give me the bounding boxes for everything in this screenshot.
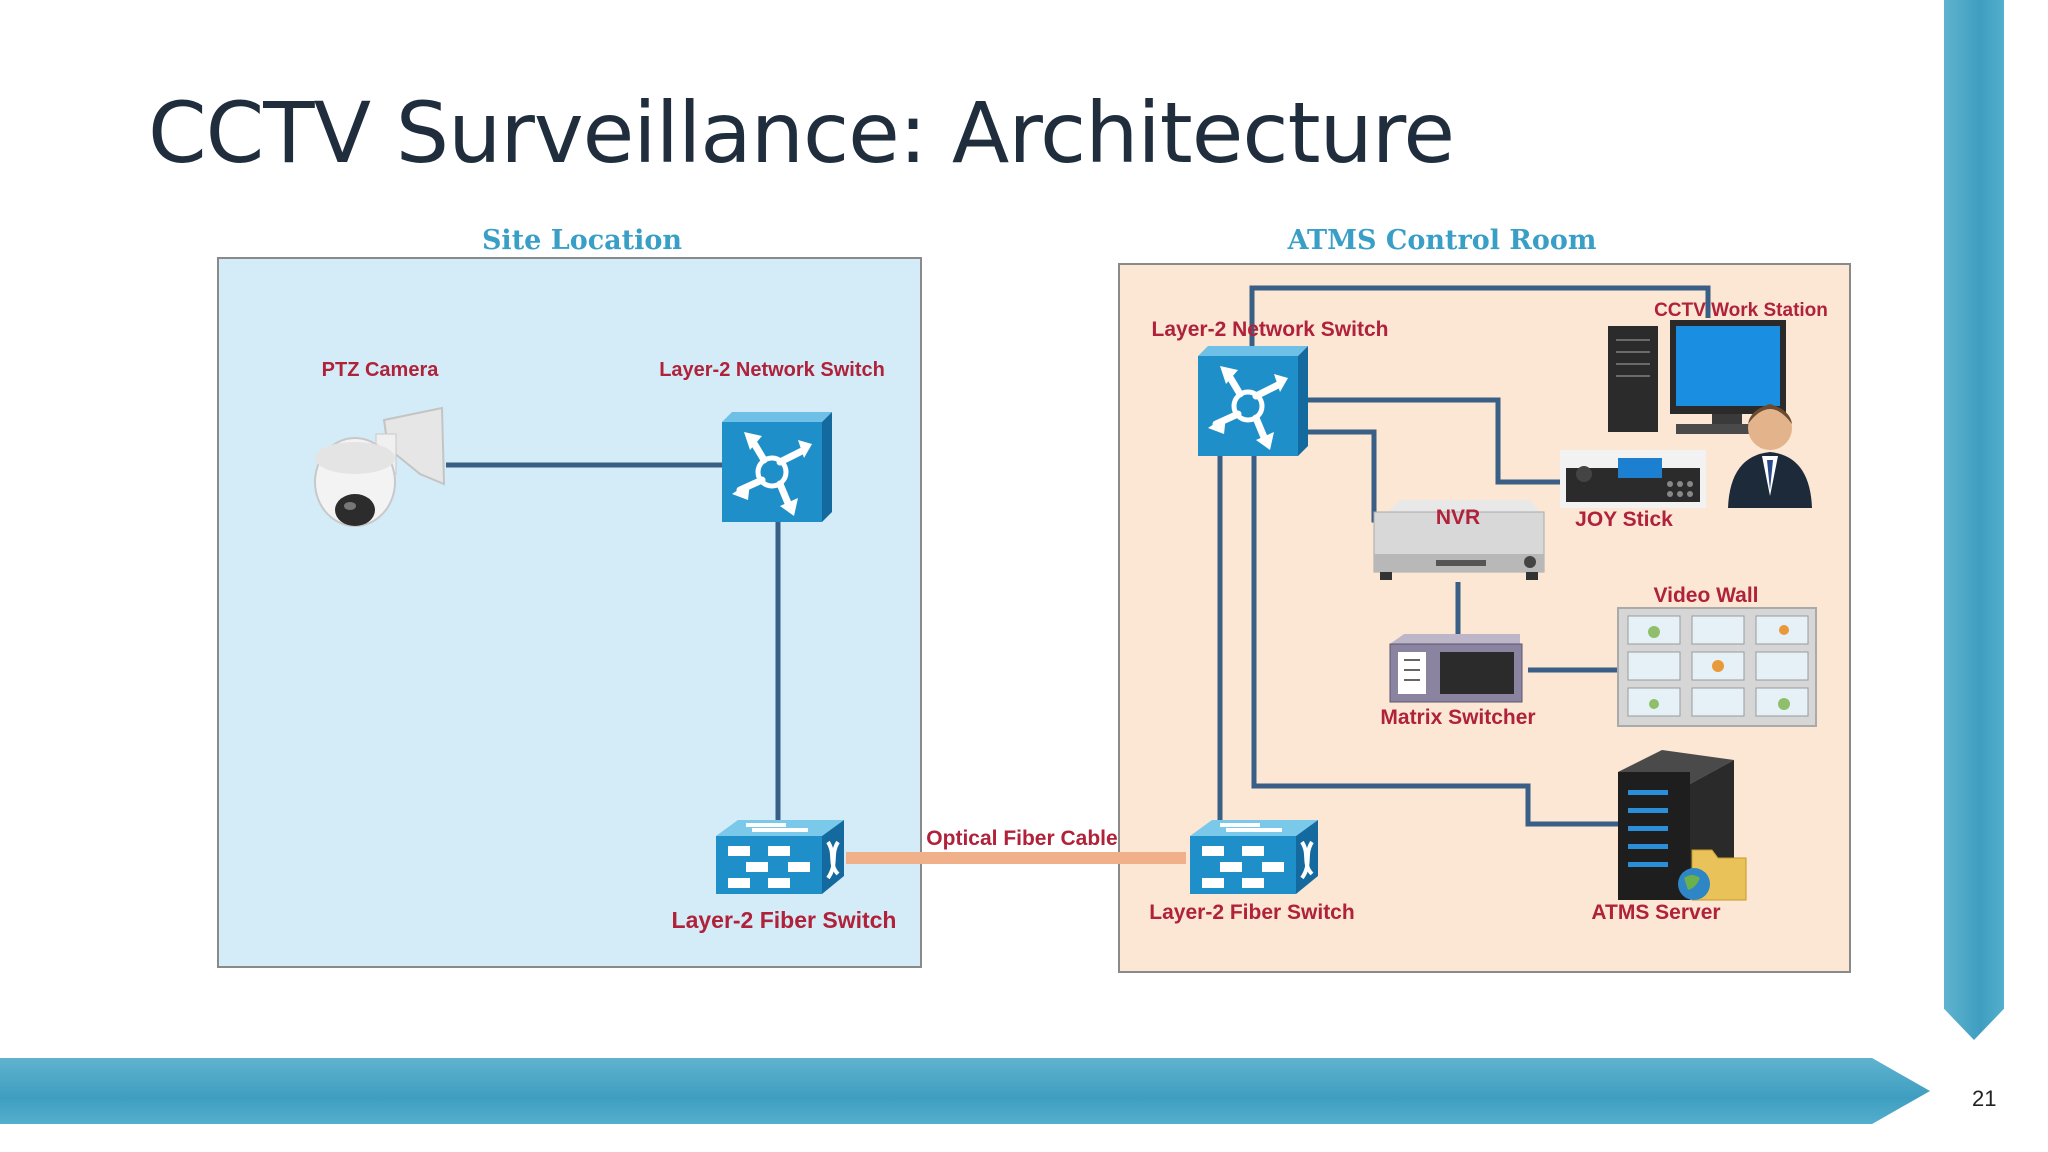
site-connections xyxy=(446,462,781,822)
nvr-icon xyxy=(1373,500,1545,580)
matrix-switcher-label: Matrix Switcher xyxy=(1380,706,1535,729)
video-wall-label: Video Wall xyxy=(1653,584,1758,607)
nvr-label: NVR xyxy=(1436,506,1480,529)
optical-fiber-cable-label: Optical Fiber Cable xyxy=(926,827,1117,850)
site-network-switch-label: Layer-2 Network Switch xyxy=(659,359,885,381)
site-location-heading: Site Location xyxy=(482,225,682,256)
slide-title: CCTV Surveillance: Architecture xyxy=(148,84,1455,182)
right-accent-bar xyxy=(1944,0,2004,1040)
ptz-camera-label: PTZ Camera xyxy=(322,359,440,381)
bottom-accent-bar xyxy=(0,1058,1930,1124)
control-connections xyxy=(1217,285,1711,827)
control-network-switch-icon xyxy=(1198,346,1308,456)
control-fiber-switch-label: Layer-2 Fiber Switch xyxy=(1149,901,1354,924)
site-network-switch-icon xyxy=(722,412,832,522)
atms-server-icon xyxy=(1618,750,1747,901)
ptz-camera-icon xyxy=(314,406,446,527)
control-room-heading: ATMS Control Room xyxy=(1287,225,1597,256)
control-network-switch-label: Layer-2 Network Switch xyxy=(1152,318,1389,341)
cctv-workstation-label: CCTV Work Station xyxy=(1654,300,1828,321)
joystick-icon xyxy=(1560,450,1706,508)
cctv-workstation-icon xyxy=(1608,320,1812,508)
atms-server-label: ATMS Server xyxy=(1591,901,1720,924)
page-number: 21 xyxy=(1972,1086,1997,1111)
joystick-label: JOY Stick xyxy=(1575,508,1673,531)
video-wall-icon xyxy=(1617,607,1817,727)
matrix-switcher-icon xyxy=(1389,634,1523,703)
optical-fiber-cable xyxy=(846,852,1186,864)
site-fiber-switch-icon xyxy=(714,818,846,896)
control-fiber-switch-icon xyxy=(1188,818,1320,896)
site-fiber-switch-label: Layer-2 Fiber Switch xyxy=(672,907,897,933)
